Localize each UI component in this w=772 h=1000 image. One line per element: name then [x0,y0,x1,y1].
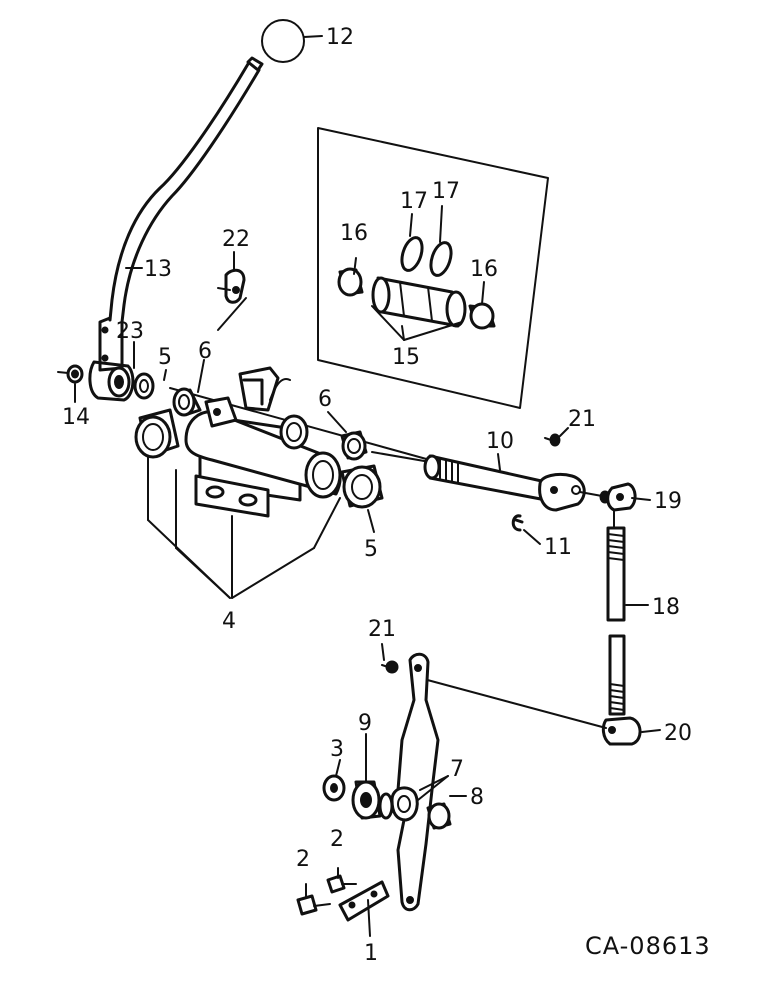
callout-11: 11 [544,535,572,560]
part-21-nut-upper [544,433,561,447]
callout-21-upper: 21 [568,407,596,432]
part-22-clip [217,268,247,331]
callout-2-lower: 2 [296,847,310,872]
part-12-knob [261,19,305,63]
callout-5-lower: 5 [364,537,378,562]
callout-10: 10 [486,429,514,454]
part-5-bushing-right [340,464,384,509]
part-7-lever [378,652,449,912]
part-14-nut [57,364,84,384]
callout-22: 22 [222,227,250,252]
callout-16-right: 16 [470,257,498,282]
part-2-bolt-lower [296,883,331,916]
part-19-swivel [599,482,637,512]
callout-8: 8 [470,785,484,810]
part-9-spacer [351,780,382,820]
part-16-bushing-right [468,302,496,330]
part-23-washer [133,372,155,400]
callout-6-left: 6 [198,339,212,364]
part-20-swivel [601,716,642,746]
callout-4: 4 [222,609,236,634]
callout-16-left: 16 [340,221,368,246]
callout-23: 23 [116,319,144,344]
part-11-clip [511,514,524,532]
part-2-bolt-upper [326,867,357,894]
part-1-plate [338,880,390,937]
callout-21-lower: 21 [368,617,396,642]
callout-4-leaders [147,455,341,599]
part-13-lever [88,56,264,402]
callout-17-right: 17 [432,179,460,204]
link-line [419,677,607,729]
callout-5-upper: 5 [158,345,172,370]
callout-14: 14 [62,405,90,430]
callout-20: 20 [664,721,692,746]
part-16-bushing-left [337,267,364,297]
callout-15: 15 [392,345,420,370]
part-4-bracket [184,366,342,518]
callout-leaders [74,35,661,797]
part-8-bushing [426,802,452,830]
part-10-shaft [371,451,603,512]
part-5-bushing-left [134,408,180,459]
inset-box [317,127,549,409]
figure-reference-code: CA-08613 [585,932,711,960]
callout-1: 1 [364,941,378,966]
callout-12: 12 [326,25,354,50]
part-15-shaft [371,276,467,341]
callout-18: 18 [652,595,680,620]
part-17-orings [400,236,453,277]
callout-7: 7 [450,757,464,782]
callout-3: 3 [330,737,344,762]
callout-19: 19 [654,489,682,514]
callout-2-upper: 2 [330,827,344,852]
callout-labels: 12 13 22 23 5 6 14 6 5 4 16 17 17 16 15 … [62,25,692,966]
part-21-nut-lower [381,660,399,674]
part-6-bushing-right [340,430,368,461]
callout-13: 13 [144,257,172,282]
callout-6-right: 6 [318,387,332,412]
part-6-bushing-left [172,387,202,417]
part-3-washer [322,774,346,802]
callout-17-left: 17 [400,189,428,214]
callout-9: 9 [358,711,372,736]
part-18-rod [606,509,626,716]
